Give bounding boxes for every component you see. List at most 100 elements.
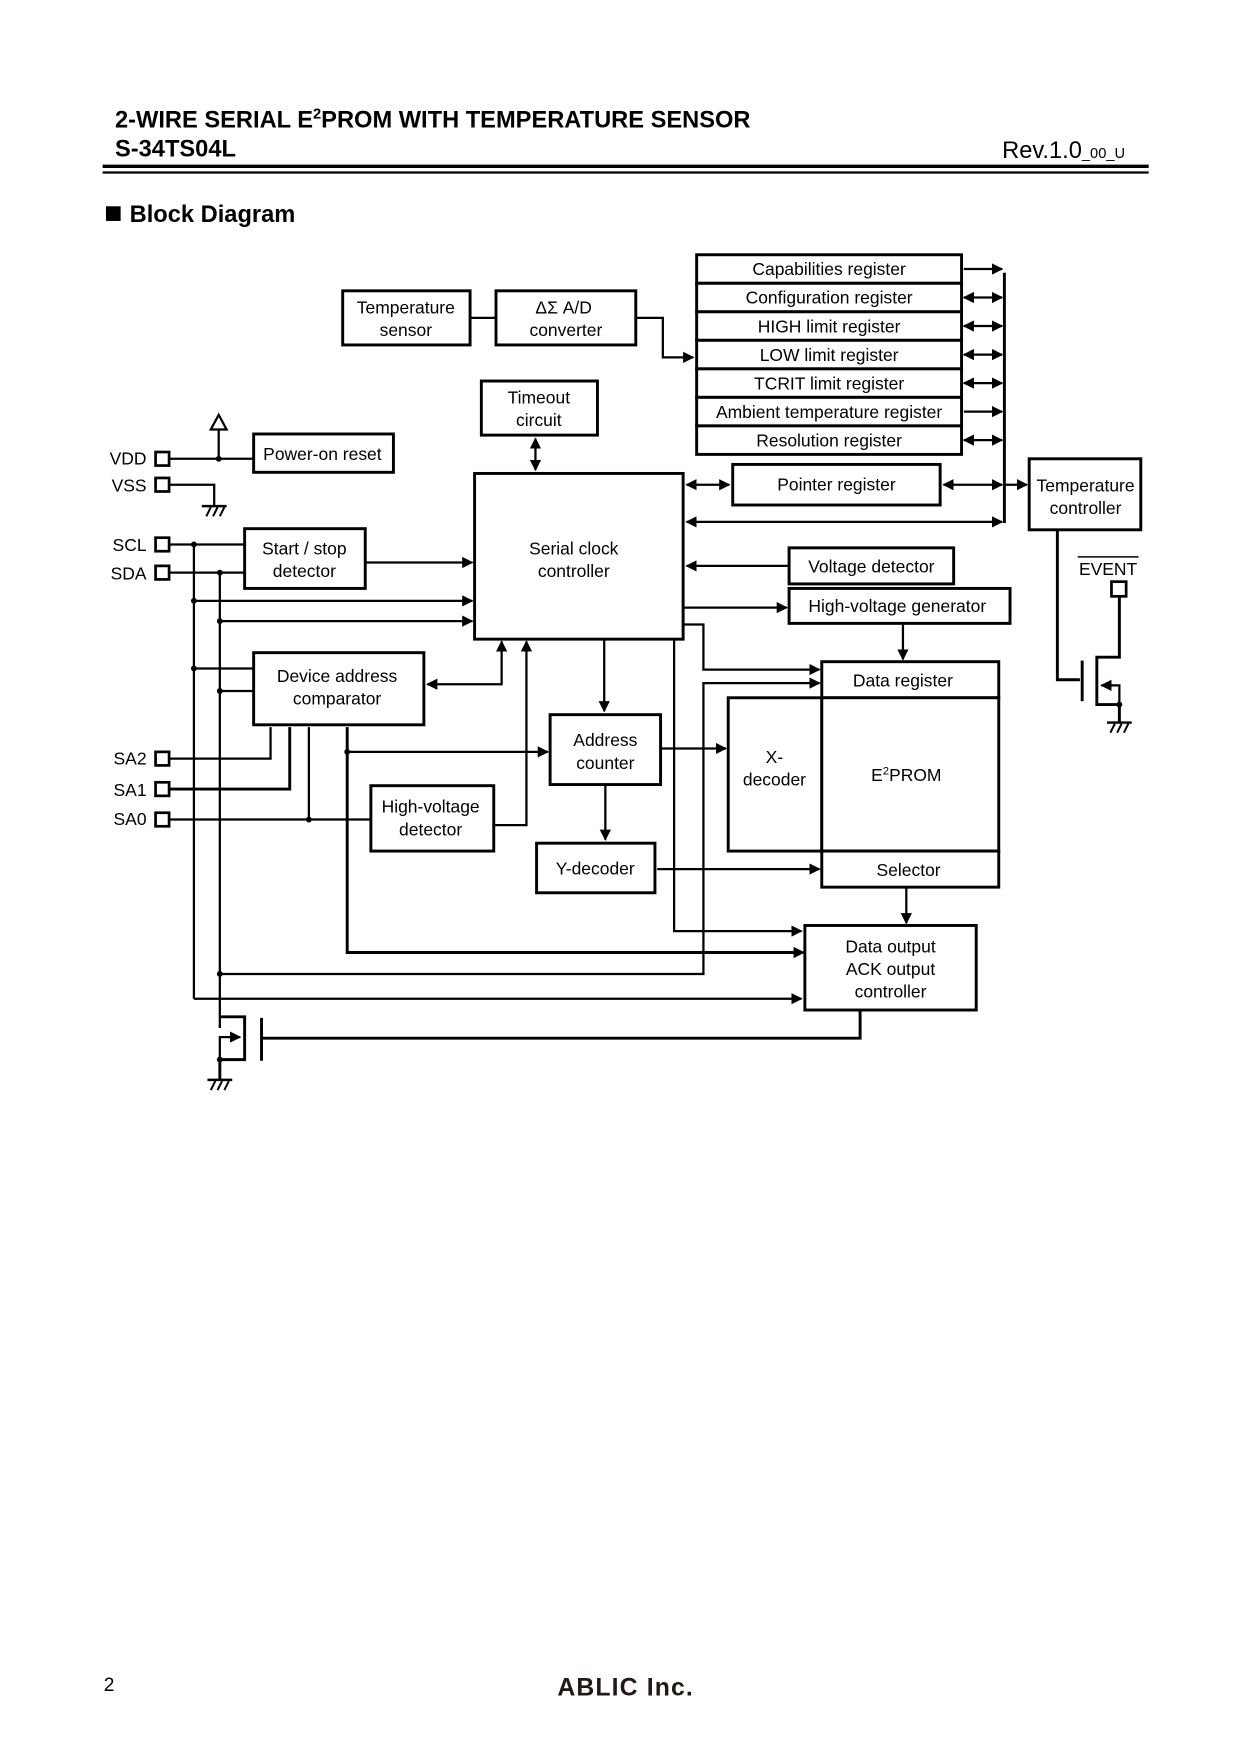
- pin-square-icon: [154, 564, 171, 581]
- pin-square-icon: [154, 780, 171, 798]
- voltage-detector-block: Voltage detector: [787, 546, 956, 586]
- sa0-pin: SA0: [114, 809, 171, 829]
- data-output-controller-block: Data output ACK output controller: [803, 924, 978, 1012]
- junction-dot-icon: [216, 618, 223, 625]
- svg-text:decoder: decoder: [743, 770, 806, 790]
- block-diagram: Temperature sensor ΔΣ A/D converter Capa…: [110, 253, 1143, 1091]
- svg-text:SA0: SA0: [114, 809, 147, 829]
- start-stop-detector-block: Start / stop detector: [243, 527, 367, 590]
- vss-wire: [169, 483, 216, 507]
- company-logo: ABLIC Inc.: [557, 1674, 694, 1701]
- section-heading: Block Diagram: [105, 202, 296, 228]
- junction-dot-icon: [190, 665, 197, 672]
- svg-text:EVENT: EVENT: [1079, 559, 1138, 579]
- register-label: LOW limit register: [760, 345, 899, 365]
- revision: Rev.1.0_00_U: [1002, 138, 1125, 164]
- junction-dot-icon: [216, 569, 223, 576]
- junction-dot-icon: [190, 597, 197, 604]
- register-box: [695, 424, 964, 456]
- document-title: 2-WIRE SERIAL E2PROM WITH TEMPERATURE SE…: [115, 106, 751, 133]
- register-row: HIGH limit register: [695, 310, 1004, 342]
- device-address-comparator-block: Device address comparator: [252, 651, 426, 727]
- svg-text:Device address: Device address: [277, 666, 398, 686]
- svg-text:detector: detector: [273, 561, 336, 581]
- address-counter-block: Address counter: [548, 713, 663, 787]
- high-voltage-generator-block: High-voltage generator: [787, 586, 1012, 625]
- section-bullet-icon: [105, 206, 121, 221]
- pin-square-icon: [154, 750, 171, 767]
- sa1-wire: [169, 727, 292, 791]
- temp-controller-gate-wire: [1055, 529, 1080, 682]
- svg-text:Address: Address: [573, 730, 637, 750]
- svg-text:Data output: Data output: [845, 937, 935, 957]
- svg-text:SDA: SDA: [111, 563, 147, 583]
- event-pin: EVENT: [1077, 556, 1139, 598]
- timeout-circuit-block: Timeout circuit: [479, 379, 599, 437]
- junction-dot-icon: [305, 816, 312, 823]
- junction-dot-icon: [216, 688, 223, 694]
- data-register-block: Data register: [820, 660, 1001, 700]
- svg-text:Temperature: Temperature: [357, 297, 455, 317]
- svg-text:sensor: sensor: [380, 320, 433, 340]
- register-label: TCRIT limit register: [754, 373, 904, 393]
- svg-text:High-voltage generator: High-voltage generator: [808, 596, 986, 616]
- hvdetector-to-serial-wire: [493, 640, 533, 827]
- svg-text:SA1: SA1: [114, 780, 147, 800]
- temperature-sensor-block: Temperature sensor: [341, 289, 472, 347]
- comparator-to-output-wire: [345, 727, 802, 954]
- sa2-wire: [169, 727, 272, 760]
- register-row: LOW limit register: [695, 338, 1004, 371]
- svg-text:Start / stop: Start / stop: [262, 539, 346, 559]
- part-number: S-34TS04L: [115, 137, 236, 163]
- register-row: Capabilities register: [695, 253, 1004, 285]
- register-box: [695, 253, 964, 285]
- output-to-sda-gate-wire: [261, 1010, 862, 1040]
- svg-text:Timeout: Timeout: [508, 388, 571, 408]
- high-voltage-detector-block: High-voltage detector: [369, 784, 496, 853]
- svg-text:VDD: VDD: [110, 448, 147, 468]
- scl-pin: SCL: [113, 535, 171, 555]
- register-row: Resolution register: [695, 424, 1004, 456]
- register-box: [695, 310, 964, 342]
- y-decoder-block: Y-decoder: [535, 841, 657, 895]
- svg-text:Power-on reset: Power-on reset: [263, 444, 382, 464]
- svg-text:controller: controller: [538, 561, 610, 581]
- svg-text:converter: converter: [529, 320, 602, 340]
- serial-comparator-wire: [426, 640, 508, 690]
- svg-text:detector: detector: [399, 819, 462, 839]
- ground-icon: [1106, 721, 1132, 734]
- svg-text:Data register: Data register: [853, 670, 953, 690]
- temperature-controller-block: Temperature controller: [1027, 457, 1143, 532]
- svg-text:Serial clock: Serial clock: [529, 539, 619, 559]
- svg-text:SCL: SCL: [113, 535, 147, 555]
- pin-square-icon: [154, 450, 171, 467]
- vss-pin: VSS: [112, 475, 171, 495]
- register-box: [695, 338, 964, 371]
- nmos-transistor-icon: [216, 1015, 264, 1080]
- svg-text:controller: controller: [1050, 498, 1122, 518]
- eeprom-array-block: E2PROM: [820, 696, 1001, 853]
- pin-square-icon: [154, 476, 171, 493]
- junction-dot-icon: [344, 748, 351, 755]
- selector-block: Selector: [820, 849, 1001, 889]
- page-footer: 2 ABLIC Inc.: [104, 1674, 694, 1701]
- pin-square-icon: [154, 536, 171, 553]
- register-label: Ambient temperature register: [716, 402, 942, 422]
- serial-to-data-register-wire: [683, 623, 821, 676]
- register-label: Configuration register: [746, 288, 913, 308]
- svg-text:VSS: VSS: [112, 475, 147, 495]
- svg-text:High-voltage: High-voltage: [382, 797, 480, 817]
- register-label: Resolution register: [756, 430, 902, 450]
- x-decoder-block: X- decoder: [726, 696, 824, 853]
- register-row: Configuration register: [695, 281, 1004, 314]
- svg-text:controller: controller: [855, 982, 927, 1002]
- section-title: Block Diagram: [130, 202, 296, 228]
- svg-text:X-: X-: [766, 747, 784, 767]
- svg-text:counter: counter: [576, 753, 634, 773]
- junction-dot-icon: [215, 455, 222, 462]
- pin-square-icon: [154, 811, 171, 828]
- svg-text:Pointer register: Pointer register: [777, 474, 896, 494]
